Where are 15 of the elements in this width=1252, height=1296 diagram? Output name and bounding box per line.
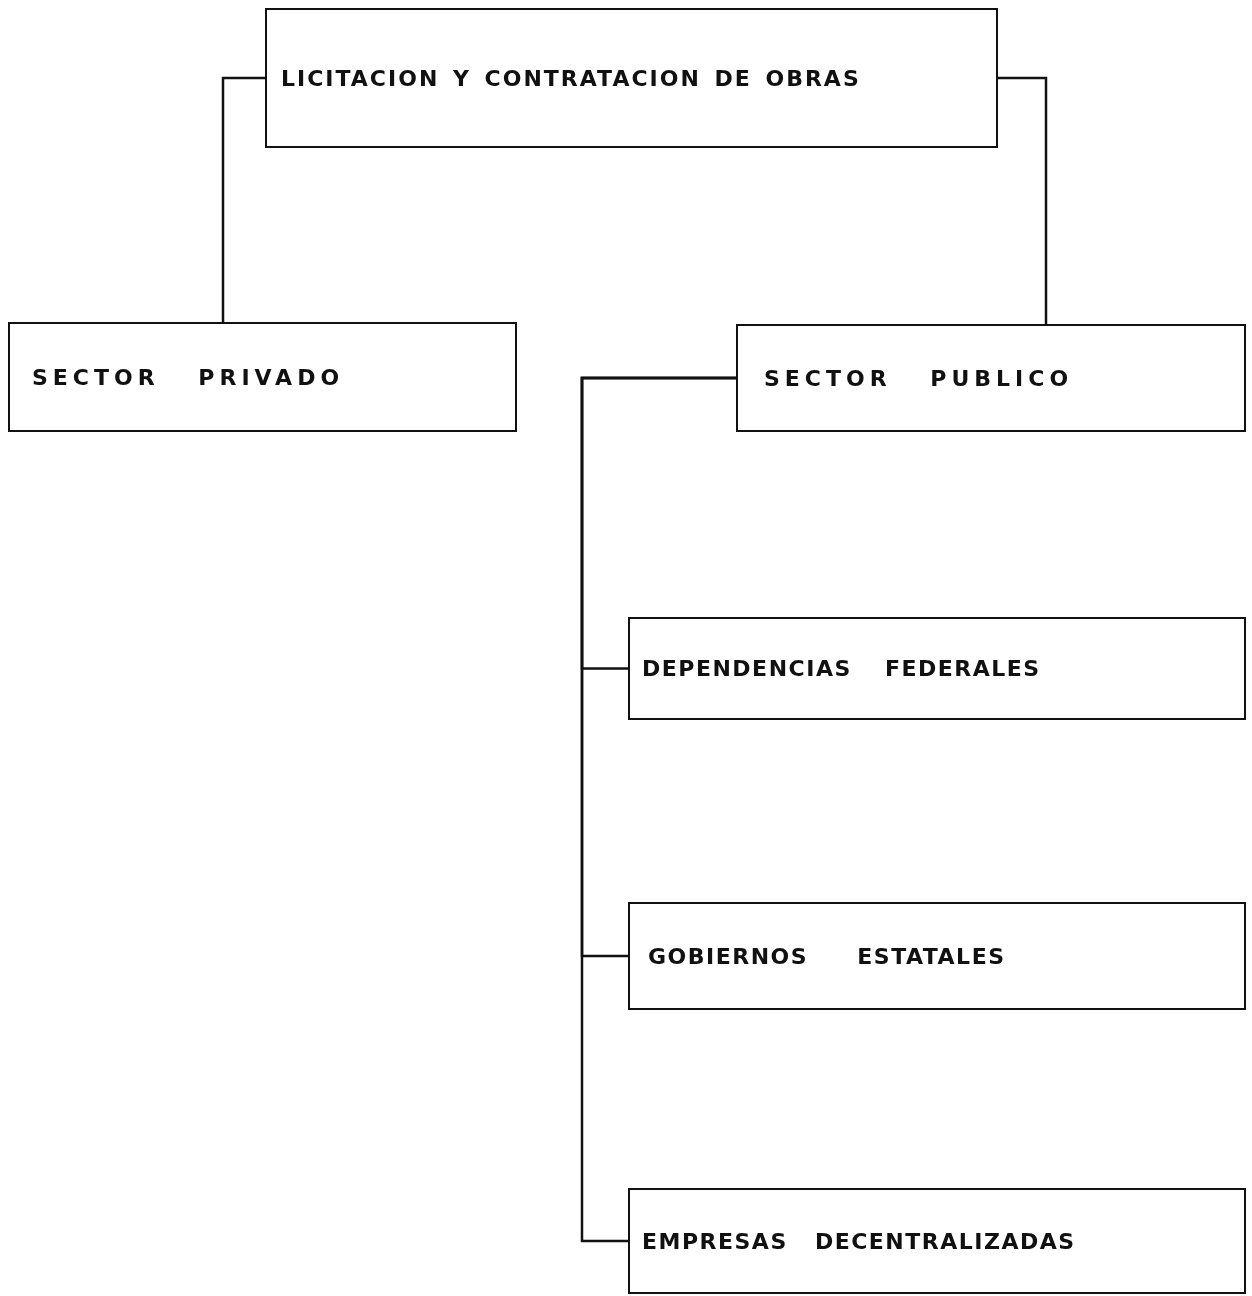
box-label: SECTOR PRIVADO <box>32 364 345 390</box>
org-box <box>628 617 1246 720</box>
org-box <box>265 8 998 148</box>
box-label: EMPRESAS DECENTRALIZADAS <box>642 1228 1076 1254</box>
box-label: DEPENDENCIAS FEDERALES <box>642 656 1041 681</box>
connector-line <box>998 76 1048 324</box>
org-box <box>628 1188 1246 1294</box>
box-label: GOBIERNOS ESTATALES <box>648 943 1006 969</box>
org-box <box>628 902 1246 1010</box>
box-label: LICITACION Y CONTRATACION DE OBRAS <box>281 65 861 91</box>
org-box <box>736 324 1246 432</box>
connector-line <box>221 76 265 322</box>
connector-line <box>580 376 736 1243</box>
org-box <box>8 322 517 432</box>
box-label: SECTOR PUBLICO <box>764 365 1074 391</box>
